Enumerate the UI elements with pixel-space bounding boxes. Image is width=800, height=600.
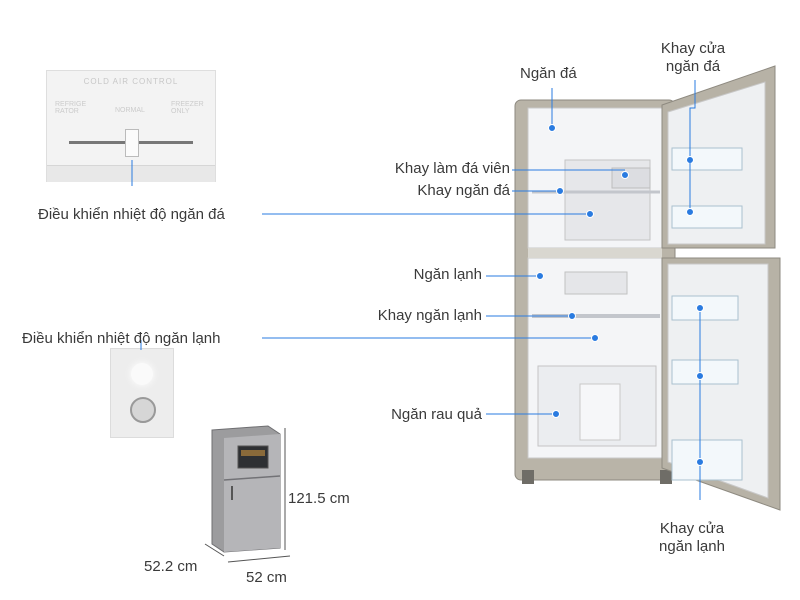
control-panel-title: COLD AIR CONTROL bbox=[83, 77, 179, 86]
dial-knob bbox=[130, 397, 156, 423]
label-freezer-door-tray: Khay cửa ngăn đá bbox=[660, 40, 726, 75]
label-freezer-temp-control: Điều khiển nhiệt độ ngăn đá bbox=[38, 206, 225, 223]
control-slider-knob bbox=[125, 129, 139, 157]
leader-fridge-shelf-dot bbox=[568, 312, 576, 320]
leader-freezer-door-tray bbox=[689, 80, 696, 160]
dimension-width: 52 cm bbox=[246, 569, 287, 586]
panel-bottom-edge bbox=[47, 165, 215, 182]
leader-freezer-dot bbox=[548, 124, 556, 132]
leader-fridge-door-2-dot bbox=[696, 372, 704, 380]
dimension-height: 121.5 cm bbox=[288, 490, 350, 507]
dial-light bbox=[131, 363, 153, 385]
label-vegetable-drawer: Ngăn rau quả bbox=[391, 406, 482, 423]
label-fridge-door-tray: Khay cửa ngăn lạnh bbox=[659, 520, 725, 555]
leader-vegetable-dot bbox=[552, 410, 560, 418]
label-freezer-shelf: Khay ngăn đá bbox=[417, 182, 510, 199]
label-freezer: Ngăn đá bbox=[520, 65, 577, 82]
dim-depth-line bbox=[204, 543, 225, 557]
leader-ice-tray-dot bbox=[621, 171, 629, 179]
label-fridge-temp-control: Điều khiển nhiệt độ ngăn lạnh bbox=[22, 330, 221, 347]
control-panel-mid-label: NORMAL bbox=[115, 107, 145, 114]
leader-freezer-door-tray-2-dot bbox=[686, 208, 694, 216]
dim-width-line bbox=[227, 555, 291, 563]
dimension-depth: 52.2 cm bbox=[144, 558, 198, 575]
leader-fridge-door-1-dot bbox=[696, 304, 704, 312]
leader-fridge-door-3-dot bbox=[696, 458, 704, 466]
control-panel-right-label: FREEZER ONLY bbox=[171, 101, 204, 115]
label-fridge: Ngăn lạnh bbox=[413, 266, 482, 283]
leader-fridge-dot bbox=[536, 272, 544, 280]
freezer-control-panel: COLD AIR CONTROL REFRIGE RATOR NORMAL FR… bbox=[46, 70, 216, 182]
label-ice-tray: Khay làm đá viên bbox=[394, 160, 510, 177]
control-panel-left-label: REFRIGE RATOR bbox=[55, 101, 87, 115]
fridge-control-panel bbox=[110, 348, 174, 438]
label-fridge-shelf: Khay ngăn lạnh bbox=[377, 307, 482, 324]
leader-fridge-temp-dot bbox=[591, 334, 599, 342]
leader-freezer-shelf-dot bbox=[556, 187, 564, 195]
leader-freezer-temp-dot bbox=[586, 210, 594, 218]
